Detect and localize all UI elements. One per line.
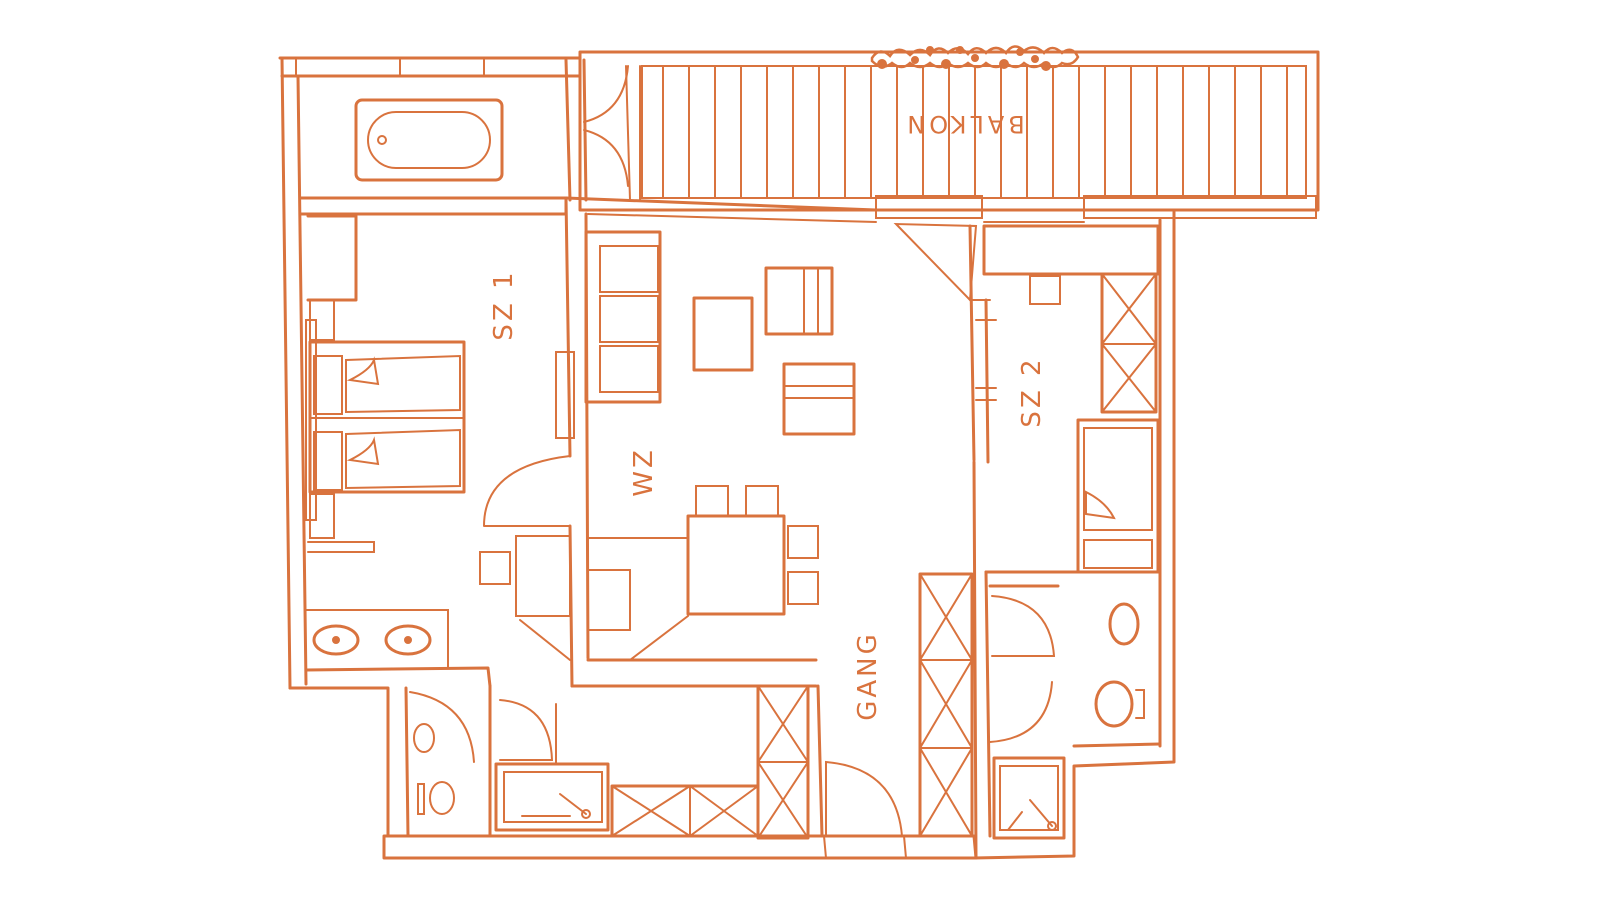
wardrobe (918, 572, 974, 838)
shelf (982, 224, 1160, 276)
balcony: BALKON (578, 45, 1320, 219)
bathroom-lower (404, 684, 760, 838)
bathtub-icon (354, 98, 504, 182)
toilet-icon (413, 723, 435, 753)
sink-icon (1108, 602, 1140, 646)
room-label-wz: WZ (629, 447, 659, 497)
hallway-gang: GANG (756, 572, 974, 840)
shower-icon (992, 756, 1066, 840)
entrance-door[interactable] (825, 760, 903, 837)
balcony-door[interactable] (583, 65, 629, 187)
door-bath-sz2[interactable] (991, 595, 1056, 657)
bedroom-sz1: SZ 1 (305, 196, 590, 688)
balcony-planter (870, 45, 1080, 71)
room-label-sz2: SZ 2 (1017, 356, 1047, 427)
armchair (692, 296, 754, 372)
armchair (764, 266, 834, 336)
bathroom-upper (298, 58, 641, 216)
toilet-icon (1094, 680, 1134, 728)
bedroom-sz2: SZ 2 (968, 224, 1160, 860)
door-sz1[interactable] (483, 455, 571, 527)
room-label-balcony: BALKON (903, 110, 1025, 138)
sink-icon (384, 624, 432, 656)
room-label-sz1: SZ 1 (489, 269, 519, 340)
shower-icon (494, 762, 610, 832)
toilet-icon (429, 781, 455, 815)
room-label-gang: GANG (853, 631, 883, 721)
dining-table (686, 514, 786, 616)
single-bed (1076, 418, 1160, 574)
sofa (584, 230, 662, 404)
living-room-wz: WZ (555, 196, 1086, 688)
sink-icon (312, 624, 360, 656)
balcony-door-wz[interactable] (893, 222, 978, 303)
wardrobe (610, 784, 760, 838)
